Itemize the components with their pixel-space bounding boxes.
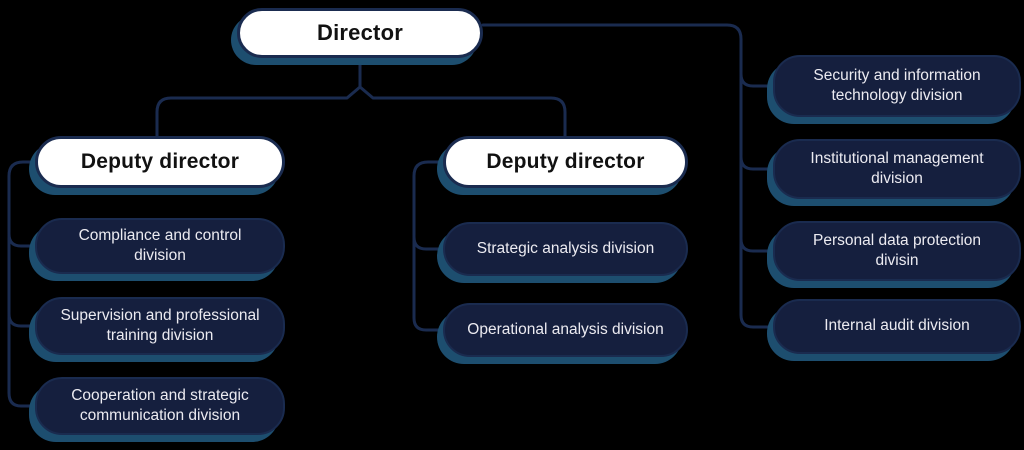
- connector-left-stub-2: [7, 312, 37, 328]
- node-label: Institutional management division: [810, 149, 984, 187]
- node-security-it-division: Security and information technology divi…: [773, 55, 1021, 117]
- node-director: Director: [237, 8, 483, 58]
- node-label: Cooperation and strategic communication …: [71, 386, 249, 424]
- node-deputy-director-left: Deputy director: [35, 136, 285, 188]
- node-deputy-director-middle-label: Deputy director: [486, 150, 645, 173]
- node-label: Compliance and control division: [78, 226, 242, 264]
- node-institutional-management-division: Institutional management division: [773, 139, 1021, 199]
- node-label: Personal data protection divisin: [812, 231, 982, 269]
- connector-director-deputies: [155, 85, 567, 138]
- node-operational-analysis-division: Operational analysis division: [443, 303, 688, 357]
- connector-middle-stub-1: [412, 235, 445, 251]
- node-cooperation-communication-division: Cooperation and strategic communication …: [35, 377, 285, 435]
- connector-right-stub-2: [739, 155, 775, 171]
- node-supervision-training-division: Supervision and professional training di…: [35, 297, 285, 355]
- node-strategic-analysis-division: Strategic analysis division: [443, 222, 688, 276]
- node-label: Operational analysis division: [467, 320, 664, 338]
- connector-left-rail: [7, 160, 37, 408]
- node-label: Internal audit division: [824, 317, 970, 335]
- connector-left-stub-1: [7, 232, 37, 248]
- connector-right-stub-1: [739, 72, 775, 88]
- connector-director-right-rail: [481, 23, 775, 329]
- node-personal-data-protection-division: Personal data protection divisin: [773, 221, 1021, 281]
- node-deputy-director-middle: Deputy director: [443, 136, 688, 188]
- node-internal-audit-division: Internal audit division: [773, 299, 1021, 354]
- node-director-label: Director: [317, 20, 403, 45]
- node-label: Strategic analysis division: [476, 239, 655, 257]
- node-label: Security and information technology divi…: [813, 66, 981, 104]
- node-deputy-director-left-label: Deputy director: [80, 150, 240, 173]
- node-compliance-control-division: Compliance and control division: [35, 218, 285, 274]
- connector-right-stub-3: [739, 237, 775, 253]
- node-label: Supervision and professional training di…: [60, 306, 260, 344]
- connector-middle-rail: [412, 160, 445, 332]
